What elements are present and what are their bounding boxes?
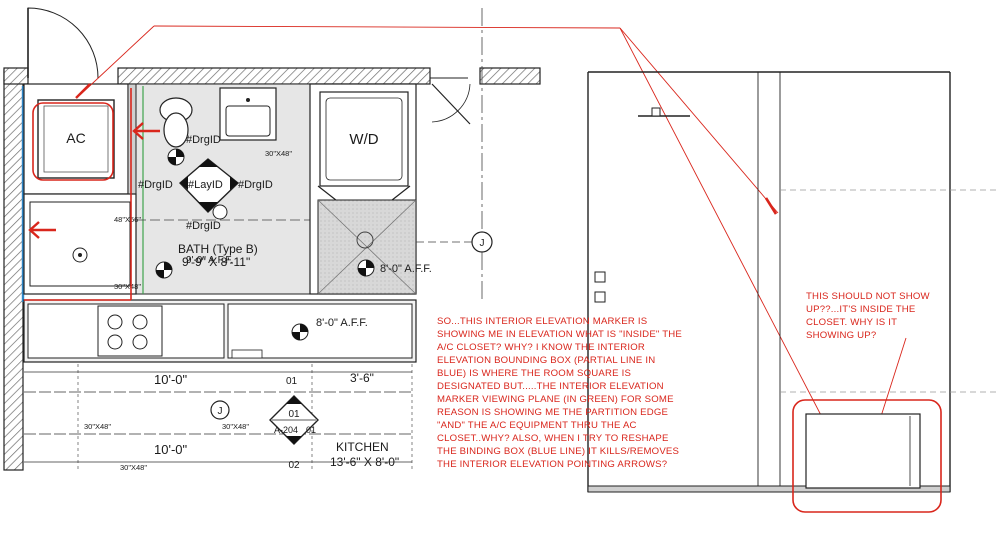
toilet-bowl <box>163 112 189 148</box>
door-leaf-right <box>431 83 471 125</box>
side-note-line: THIS SHOULD NOT SHOW <box>806 291 930 302</box>
ac-equipment-elevation <box>805 413 921 489</box>
dim-30x48-a: 30"X48" <box>84 422 111 431</box>
elev-sheet: A-204 <box>274 425 298 435</box>
aff-hall: 8'-0" A.F.F. <box>380 263 432 275</box>
side-note-line: CLOSET. WHY IS IT <box>806 317 897 328</box>
exterior-wall-left <box>3 69 24 471</box>
grid-symbol-hall <box>357 259 375 277</box>
note-line: REASON IS SHOWING ME THE PARTITION EDGE <box>437 407 668 418</box>
note-line: THE BINDING BOX (BLUE LINE) IT KILLS/REM… <box>437 446 679 457</box>
elev-sheet-number: 01 <box>306 425 316 435</box>
counter-right <box>227 303 413 359</box>
tag-drgid-top: #DrgID <box>186 134 221 146</box>
note-line: A/C CLOSET? WHY? I KNOW THE INTERIOR <box>437 342 645 353</box>
ac-label: AC <box>66 130 85 146</box>
lavatory-basin <box>225 105 271 137</box>
main-note: SO...THIS INTERIOR ELEVATION MARKER IS S… <box>437 316 682 470</box>
dim-closet: 48"X56" <box>114 215 141 224</box>
floor-plan: AC 30"X48" #DrgID #DrgID #LayID #DrgID #… <box>3 7 541 472</box>
burner-icon <box>132 334 148 350</box>
exterior-wall-top-left <box>3 67 29 85</box>
grid-symbol-bath-lower <box>155 261 173 279</box>
elev-number: 01 <box>288 409 300 420</box>
dim-30x48-c: 30"X48" <box>120 463 147 472</box>
burner-icon <box>107 314 123 330</box>
note-line: SHOWING ME IN ELEVATION WHAT IS "INSIDE"… <box>437 329 682 340</box>
tag-drgid-right: #DrgID <box>238 179 273 191</box>
wd-unit-inner <box>325 97 403 181</box>
note-line: DESIGNATED BUT.....THE INTERIOR ELEVATIO… <box>437 381 664 392</box>
door-swing-right <box>431 83 471 123</box>
entry-door-swing <box>27 7 99 79</box>
light-fixture-icon <box>356 231 374 249</box>
grid-01-a: 01 <box>286 376 298 387</box>
interior-elevation <box>587 71 998 513</box>
tag-layid: #LayID <box>188 179 223 191</box>
exterior-wall-top <box>117 67 431 85</box>
wd-label: W/D <box>349 131 378 148</box>
ac-elevation-highlight <box>792 399 942 513</box>
burner-icon <box>132 314 148 330</box>
tub-inner <box>29 201 131 287</box>
tub-drain-center <box>78 253 82 257</box>
marker-j-left <box>210 400 230 420</box>
faucet-icon <box>246 98 250 102</box>
note-line: THE INTERIOR ELEVATION POINTING ARROWS? <box>437 459 667 470</box>
red-arrow-tub <box>28 221 56 239</box>
aff-kitchen: 8'-0" A.F.F. <box>316 317 368 329</box>
grid-02: 02 <box>288 460 300 471</box>
tag-drgid-bottom: #DrgID <box>186 220 221 232</box>
ac-highlight-box <box>32 102 114 181</box>
elevation-reference-tag <box>269 395 319 445</box>
side-note: THIS SHOULD NOT SHOW UP??...IT'S INSIDE … <box>806 291 930 341</box>
note-line: ELEVATION BOUNDING BOX (PARTIAL LINE IN <box>437 355 655 366</box>
towel-bar-bracket <box>651 107 661 117</box>
outlet-icon <box>594 291 606 303</box>
ac-unit-inner <box>43 105 109 173</box>
tag-drgid-left: #DrgID <box>138 179 173 191</box>
cooktop <box>97 305 163 357</box>
side-note-line: UP??...IT'S INSIDE THE <box>806 304 915 315</box>
bath-name: BATH (Type B) <box>178 242 258 256</box>
dim-30x48-b: 30"X48" <box>222 422 249 431</box>
grid-symbol-kitchen <box>291 323 309 341</box>
kitchen-size: 13'-6" X 8'-0" <box>330 455 399 469</box>
counter-appliance <box>231 349 263 359</box>
dim-ac-shelf: 30"X48" <box>114 282 141 291</box>
note-line: "AND" THE A/C EQUIPMENT THRU THE AC <box>437 420 637 431</box>
elevation-floor <box>587 485 951 493</box>
dim-10-a: 10'-0" <box>154 372 188 387</box>
note-line: MARKER VIEWING PLANE (IN GREEN) FOR SOME <box>437 394 674 405</box>
red-tick-ac <box>75 83 91 99</box>
note-line: BLUE) IS WHERE THE ROOM SQUARE IS <box>437 368 631 379</box>
marker-j-right-label: J <box>480 238 485 249</box>
note-line: SO...THIS INTERIOR ELEVATION MARKER IS <box>437 316 647 327</box>
side-note-line: SHOWING UP? <box>806 330 876 341</box>
diag-line-2 <box>317 199 417 295</box>
dim-3-6: 3'-6" <box>350 371 374 385</box>
outlet-icon <box>594 271 606 283</box>
bath-ghost-aff: 9'-0" A.F.F. <box>186 255 233 266</box>
grid-symbol-bath <box>167 148 185 166</box>
bath-size: 9'-9" X 8'-11" <box>182 255 250 269</box>
kitchen-name: KITCHEN <box>336 440 389 454</box>
dim-tub: 30"X48" <box>265 149 292 158</box>
red-arrow-ac <box>132 122 160 140</box>
grid-symbol-bath-mid <box>212 204 228 220</box>
dim-10-b: 10'-0" <box>154 442 188 457</box>
interior-elevation-marker <box>178 158 240 213</box>
note-line: CLOSET..WHY? ALSO, WHEN I TRY TO RESHAPE <box>437 433 669 444</box>
exterior-wall-top-right <box>479 67 541 85</box>
burner-icon <box>107 334 123 350</box>
marker-j-left-label: J <box>218 406 223 417</box>
